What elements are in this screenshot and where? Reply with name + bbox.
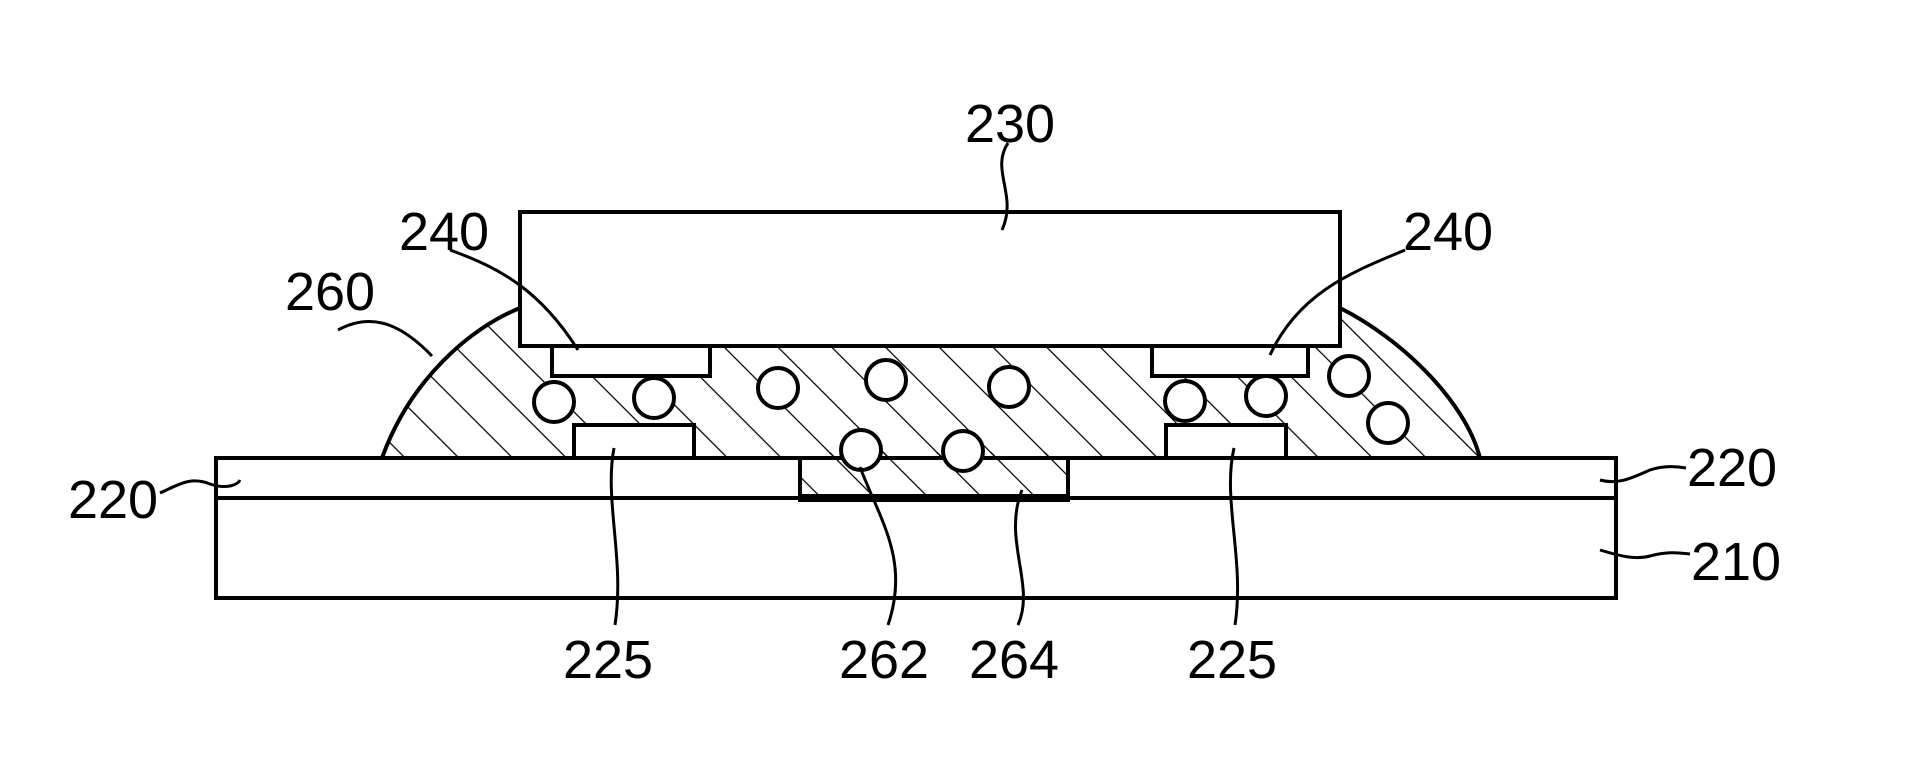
particle <box>866 360 906 400</box>
label-220-right: 220 <box>1687 438 1777 498</box>
label-240-left: 240 <box>399 202 489 262</box>
pad-225-right <box>1166 425 1286 458</box>
particle <box>534 382 574 422</box>
label-264: 264 <box>969 630 1059 690</box>
leader-260 <box>338 322 432 356</box>
label-260: 260 <box>285 262 375 322</box>
particle <box>943 431 983 471</box>
label-210: 210 <box>1691 532 1781 592</box>
substrate-210 <box>216 496 1616 598</box>
pad-225-left <box>574 425 694 458</box>
particle <box>1368 403 1408 443</box>
label-230: 230 <box>965 94 1055 154</box>
particle <box>989 367 1029 407</box>
particle <box>634 378 674 418</box>
trace-220-right <box>1068 458 1616 498</box>
particle <box>1165 381 1205 421</box>
bump-240-left <box>552 346 710 376</box>
particle <box>841 430 881 470</box>
label-220-left: 220 <box>68 470 158 530</box>
label-225-right: 225 <box>1187 630 1277 690</box>
label-225-left: 225 <box>563 630 653 690</box>
particle <box>1246 376 1286 416</box>
label-240-right: 240 <box>1403 202 1493 262</box>
label-262: 262 <box>839 630 929 690</box>
chip-230 <box>520 212 1340 346</box>
particle <box>758 368 798 408</box>
bump-240-right <box>1152 346 1308 376</box>
trace-220-left <box>216 458 800 498</box>
matrix-264-gap <box>800 452 1068 498</box>
particle <box>1329 356 1369 396</box>
